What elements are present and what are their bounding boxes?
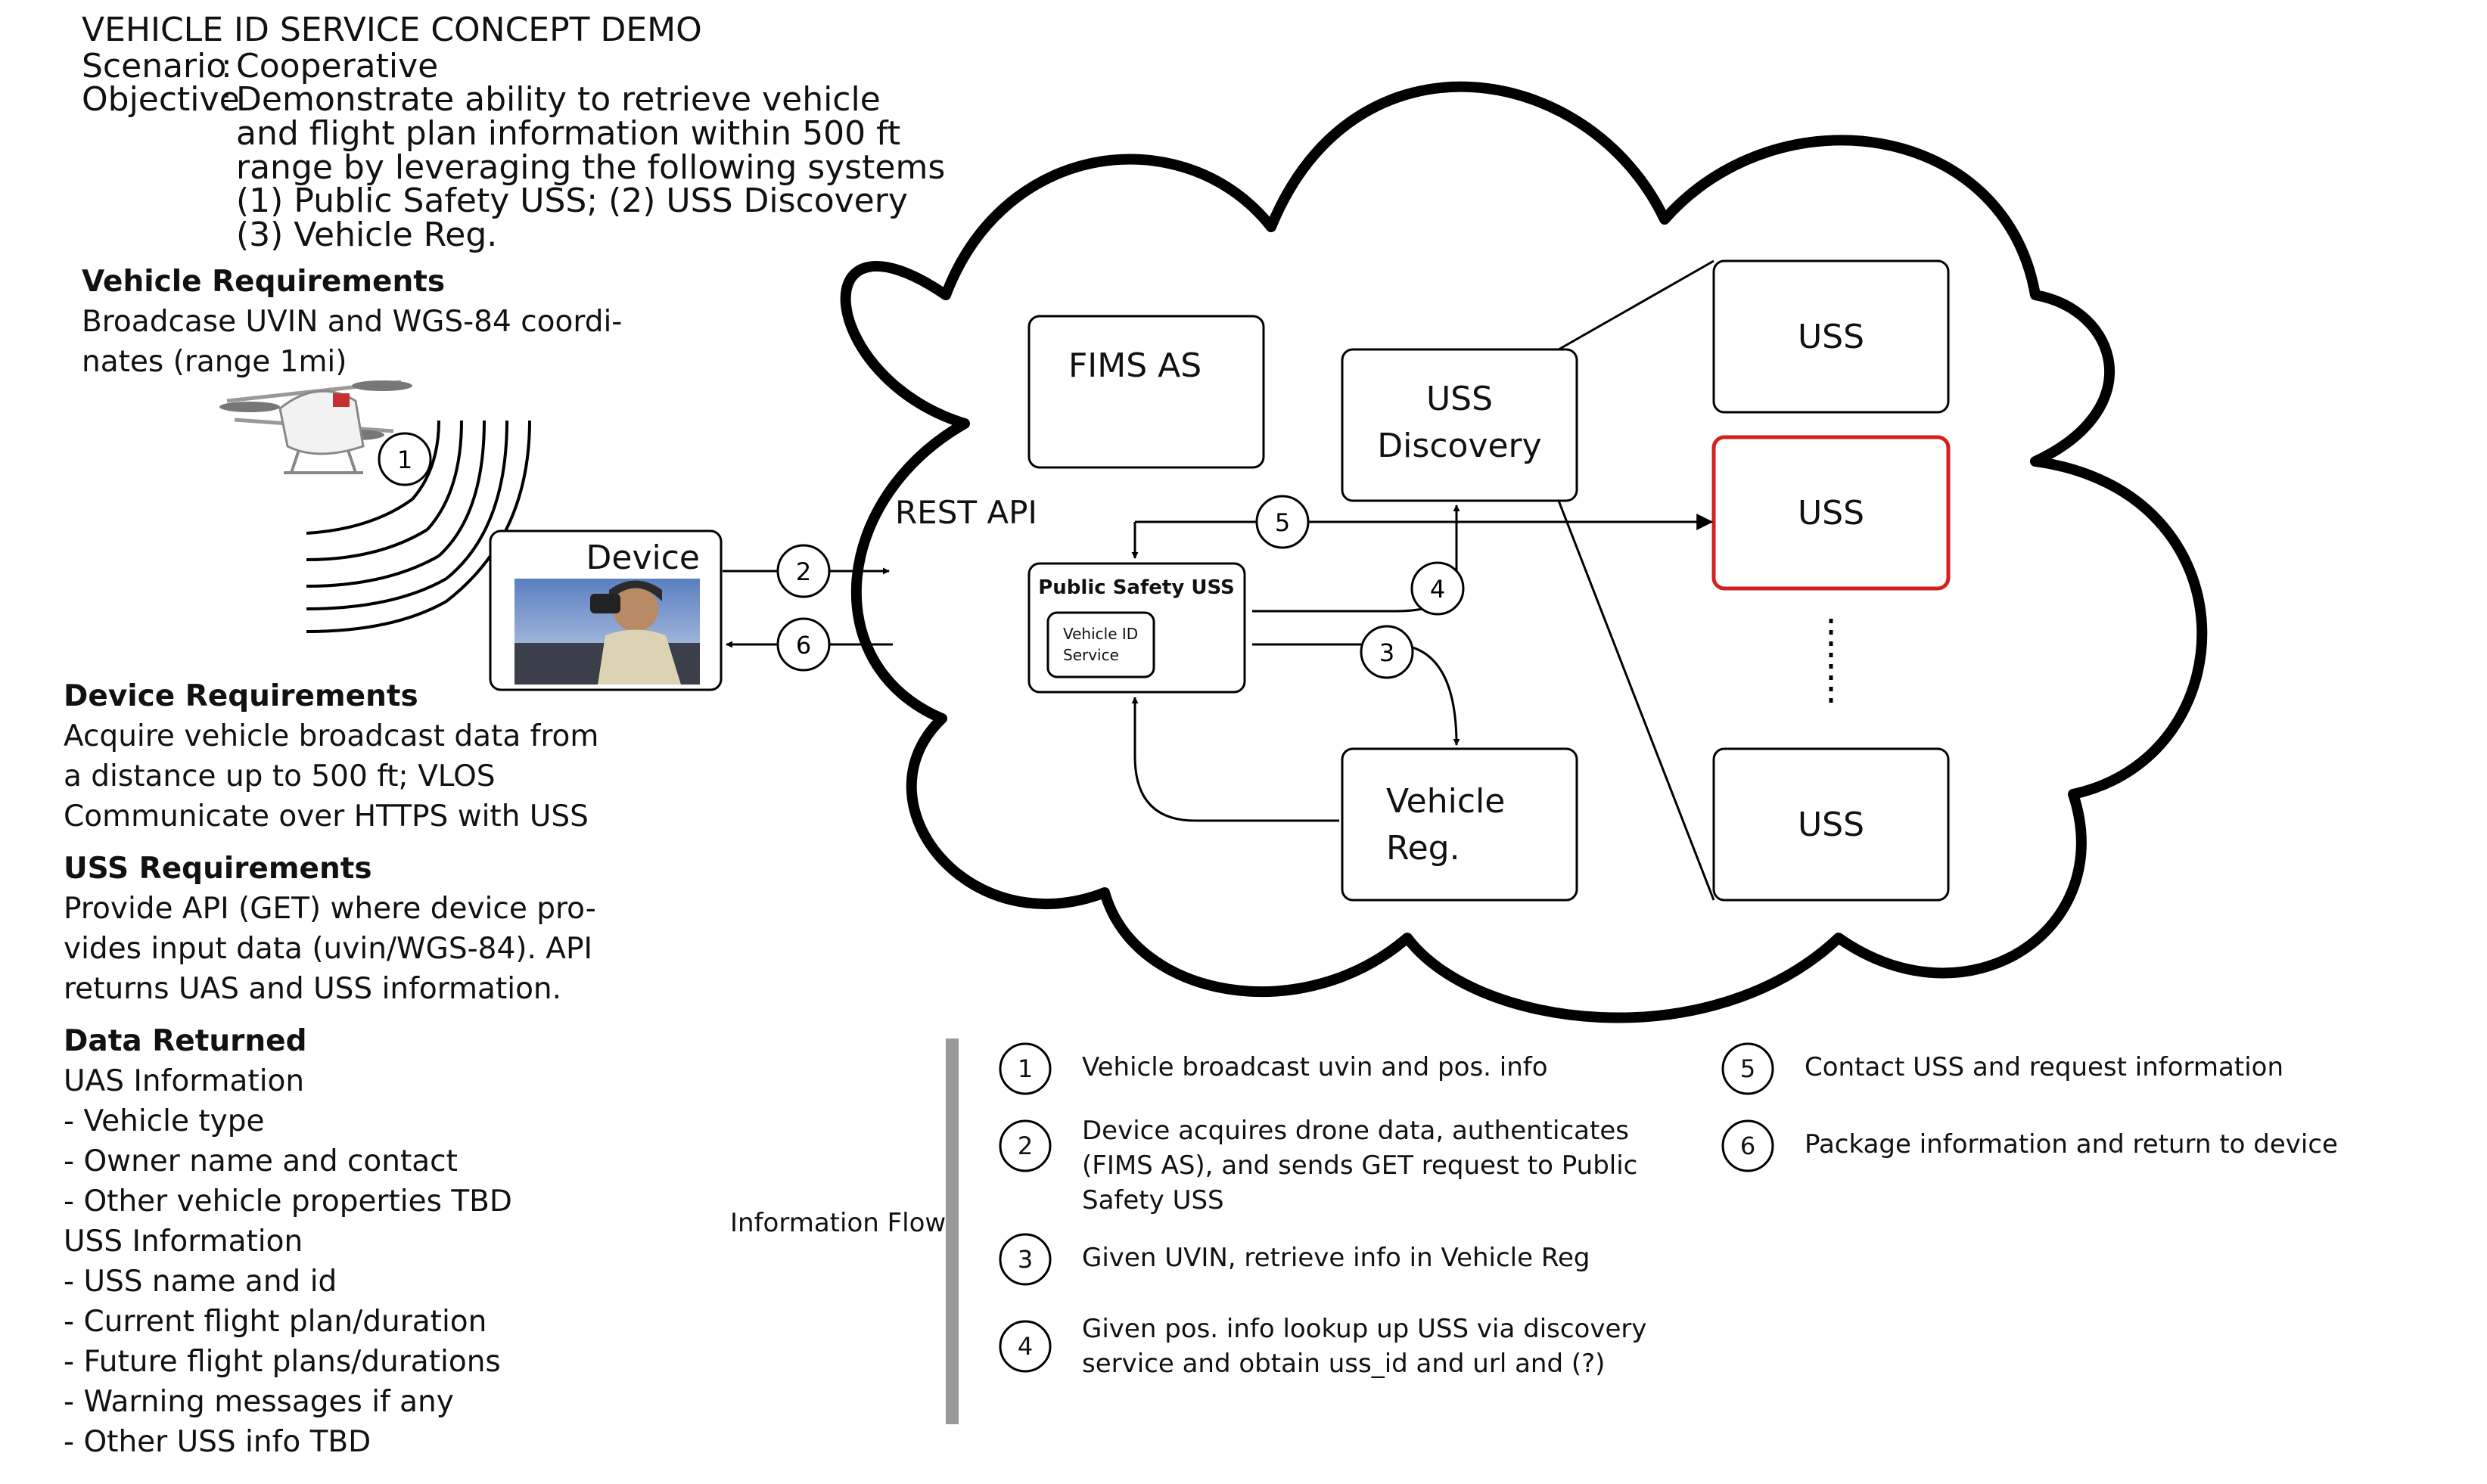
legend-step-text: service and obtain uss_id and url and (?… [1082, 1349, 1606, 1379]
step-marker-3 [1360, 625, 1414, 679]
legend-step-text: Vehicle broadcast uvin and pos. info [1082, 1052, 1548, 1082]
legend-step-number: 4 [1018, 1332, 1033, 1361]
scenario-separator: : [221, 47, 232, 85]
legend-step-number: 3 [1018, 1245, 1033, 1274]
uas-information-item: - Other vehicle properties TBD [64, 1184, 512, 1219]
uss-discovery-box [1341, 348, 1578, 502]
objective-line: Demonstrate ability to retrieve vehicle [236, 80, 881, 119]
device-requirements-line: Acquire vehicle broadcast data from [64, 719, 599, 753]
device-label: Device [586, 539, 700, 577]
uas-information-title: UAS Information [64, 1064, 305, 1098]
step-marker-5-label: 5 [1275, 508, 1290, 537]
uss-information-title: USS Information [64, 1225, 303, 1259]
uss-discovery-label-line: Discovery [1377, 427, 1541, 465]
uss-information-item: - Other USS info TBD [64, 1425, 371, 1459]
uss-discovery-label-line: USS [1426, 380, 1493, 418]
scenario-value: Cooperative [236, 47, 439, 85]
step-marker-6 [776, 617, 831, 672]
uss-box-top [1712, 259, 1950, 414]
uss-box-highlighted [1711, 435, 1951, 591]
vehicle-requirements-line: Broadcase UVIN and WGS-84 coordi- [82, 305, 623, 339]
uss-label-bottom: USS [1798, 806, 1864, 844]
vehicle-id-service-box [1046, 611, 1155, 678]
uss-label-highlighted: USS [1798, 494, 1864, 532]
vehicle-id-service-label-line: Vehicle ID [1063, 625, 1138, 643]
step-marker-4 [1410, 561, 1465, 616]
officer-photo [514, 579, 700, 685]
legend-step-number: 1 [1018, 1054, 1033, 1083]
page-title: VEHICLE ID SERVICE CONCEPT DEMO [82, 11, 702, 49]
objective-line: range by leveraging the following system… [236, 148, 946, 187]
step-marker-1-label: 1 [397, 446, 412, 474]
objective-line: and flight plan information within 500 f… [236, 114, 901, 153]
cloud-boundary [840, 81, 2208, 1023]
vehicle-id-service-label-line: Service [1063, 646, 1119, 664]
legend-step-markers [999, 1042, 1774, 1373]
vehicle-requirements-title: Vehicle Requirements [82, 265, 446, 299]
legend-step-text: Given UVIN, retrieve info in Vehicle Reg [1082, 1243, 1590, 1273]
step-marker-2 [776, 544, 831, 598]
step-marker-1 [378, 432, 432, 486]
uss-requirements-line: Provide API (GET) where device pro- [64, 892, 596, 926]
uss-information-item: - Current flight plan/duration [64, 1305, 487, 1339]
uss-label-top: USS [1798, 318, 1864, 356]
legend-step-text: Package information and return to device [1805, 1129, 2338, 1160]
legend-step-text: Device acquires drone data, authenticate… [1082, 1116, 1629, 1146]
legend-divider [946, 1038, 959, 1424]
uas-information-item: - Owner name and contact [64, 1144, 458, 1178]
broadcast-signal-arcs [306, 420, 531, 633]
data-returned-title: Data Returned [64, 1024, 307, 1058]
scenario-label: Scenario [82, 47, 227, 85]
legend-step-text: Safety USS [1082, 1185, 1224, 1215]
legend-step-text: (FIMS AS), and sends GET request to Publ… [1082, 1150, 1638, 1181]
uss-requirements-line: returns UAS and USS information. [64, 972, 562, 1006]
legend-step-number: 2 [1018, 1132, 1033, 1160]
rest-api-label: REST API [895, 494, 1037, 531]
vehicle-reg-label-line: Vehicle [1386, 782, 1505, 821]
device-requirements-line: a distance up to 500 ft; VLOS [64, 759, 496, 793]
legend-step-text: Given pos. info lookup up USS via discov… [1082, 1314, 1647, 1344]
vehicle-reg-box [1341, 747, 1578, 902]
vehicle-requirements-line: nates (range 1mi) [82, 345, 347, 379]
objective-separator: : [221, 80, 232, 119]
vehicle-reg-label-line: Reg. [1386, 829, 1460, 868]
uss-requirements-line: vides input data (uvin/WGS-84). API [64, 932, 592, 966]
legend-step-text: Contact USS and request information [1805, 1052, 2284, 1082]
uss-requirements-title: USS Requirements [64, 852, 372, 886]
uss-information-item: - Future flight plans/durations [64, 1345, 501, 1379]
step-marker-5 [1255, 495, 1310, 549]
step-marker-6-label: 6 [796, 631, 811, 660]
device-requirements-line: Communicate over HTTPS with USS [64, 799, 589, 834]
uas-information-item: - Vehicle type [64, 1104, 265, 1138]
legend-step-number: 6 [1740, 1132, 1755, 1160]
uss-information-item: - Warning messages if any [64, 1385, 454, 1419]
uss-box-bottom [1712, 747, 1950, 902]
diagram-step-markers [378, 432, 1465, 679]
drone-illustration [219, 380, 412, 474]
uss-information-item: - USS name and id [64, 1265, 337, 1299]
public-safety-uss-label: Public Safety USS [1038, 576, 1235, 599]
fims-as-label: FIMS AS [1068, 346, 1202, 385]
objective-label: Objective [82, 80, 240, 119]
uss-discovery-fanout-lines [1557, 259, 1715, 901]
legend-step-number: 5 [1740, 1054, 1755, 1083]
step-marker-3-label: 3 [1379, 638, 1394, 667]
fims-as-box [1027, 315, 1265, 469]
step-marker-2-label: 2 [796, 557, 811, 586]
objective-line: (3) Vehicle Reg. [236, 216, 498, 254]
step-marker-4-label: 4 [1430, 575, 1445, 604]
objective-line: (1) Public Safety USS; (2) USS Discovery [236, 182, 908, 220]
legend-title: Information Flow [730, 1208, 947, 1238]
device-requirements-title: Device Requirements [64, 679, 418, 713]
